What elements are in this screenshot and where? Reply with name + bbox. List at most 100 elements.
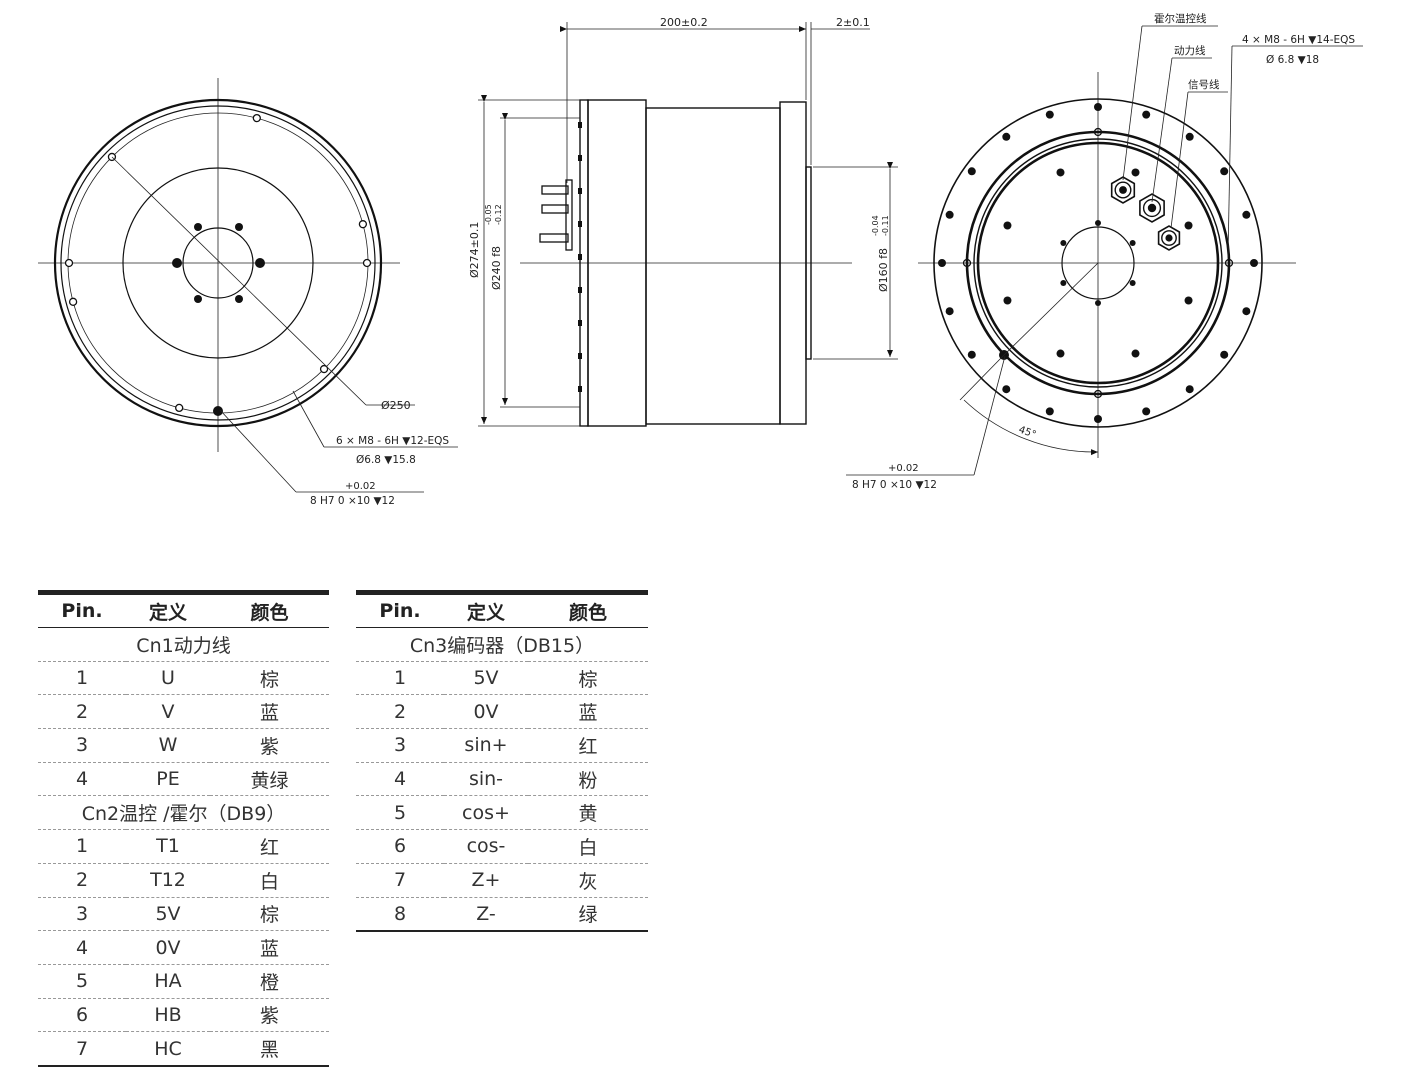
def-cell: U: [126, 661, 210, 696]
def-cell: PE: [126, 762, 210, 797]
flange-bolt: [1242, 210, 1251, 219]
color-cell: 白: [210, 863, 329, 898]
color-cell: 黑: [210, 1031, 329, 1067]
def-cell: V: [126, 694, 210, 730]
header-pin: Pin.: [38, 590, 126, 628]
section-cn3: Cn3编码器（DB15）: [356, 627, 648, 662]
header-definition: 定义: [444, 590, 528, 628]
def-cell: 0V: [126, 930, 210, 965]
flange-bolt: [1002, 385, 1011, 394]
pin-cell: 2: [38, 863, 126, 898]
flange-bolt: [1045, 407, 1054, 416]
bore-diameter-label: Ø250: [381, 399, 411, 412]
mid-bolt: [1131, 349, 1140, 358]
color-cell: 棕: [210, 661, 329, 696]
pin-cell: 6: [38, 998, 126, 1033]
mid-bolt: [1003, 296, 1012, 305]
flange-bolt: [945, 307, 954, 316]
flange-bolt: [1142, 110, 1151, 119]
signal-cable-label: 信号线: [1188, 78, 1220, 91]
power-cable-label: 动力线: [1174, 44, 1206, 57]
cable-gland-core: [1165, 234, 1173, 242]
pin-cell: 3: [356, 728, 444, 763]
color-cell: 蓝: [210, 694, 329, 730]
flange-bolt: [1250, 259, 1258, 267]
def-cell: HA: [126, 964, 210, 999]
pin-cell: 4: [38, 762, 126, 797]
color-cell: 黄绿: [210, 762, 329, 797]
hall-temp-cable-label: 霍尔温控线: [1154, 12, 1207, 25]
def-cell: Z-: [444, 897, 528, 933]
pin-cell: 3: [38, 728, 126, 763]
flange-bolt: [945, 210, 954, 219]
inner-bolt: [1060, 280, 1067, 286]
pin-cell: 2: [38, 694, 126, 730]
flange-bolt: [1220, 350, 1229, 359]
cable-gland-core: [1119, 186, 1127, 194]
pin-hole: [213, 406, 223, 416]
section-row: Cn3编码器（DB15）: [356, 627, 648, 662]
header-pin: Pin.: [356, 590, 444, 628]
def-cell: HB: [126, 998, 210, 1033]
bolt-hole: [68, 297, 78, 306]
connector-tab: [578, 122, 582, 128]
pin-cell: 5: [356, 795, 444, 831]
def-cell: 5V: [444, 661, 528, 696]
color-cell: 红: [528, 728, 648, 763]
od-dimension: Ø274±0.1: [468, 222, 481, 278]
inner-hole: [172, 258, 182, 268]
section-row: Cn2温控 /霍尔（DB9）: [38, 795, 329, 831]
flange-bolt: [1142, 407, 1151, 416]
pin-cell: 8: [356, 897, 444, 933]
flange-bolt: [938, 259, 946, 267]
pin-cell: 4: [38, 930, 126, 965]
inner-bolt: [1095, 220, 1101, 226]
flange-dimension: 2±0.1: [836, 16, 870, 29]
color-cell: 灰: [528, 863, 648, 898]
inner-hole: [194, 295, 202, 303]
pin-cell: 7: [356, 863, 444, 898]
bolt-hole: [64, 258, 74, 268]
color-cell: 橙: [210, 964, 329, 999]
connector-tab: [578, 320, 582, 326]
technical-drawing: Ø250 6 × M8 - 6H ▼12-EQS Ø6.8 ▼15.8 +0.0…: [38, 12, 1363, 507]
shaft-tolerance-upper: -0.04: [871, 215, 880, 236]
rear-thread-spec-line2: Ø 6.8 ▼18: [1266, 54, 1319, 66]
front-view: Ø250 6 × M8 - 6H ▼12-EQS Ø6.8 ▼15.8 +0.0…: [38, 78, 458, 507]
flange-bolt: [1045, 110, 1054, 119]
def-cell: Z+: [444, 863, 528, 898]
connector-tab: [578, 287, 582, 293]
def-cell: sin+: [444, 728, 528, 763]
def-cell: 5V: [126, 897, 210, 932]
color-cell: 蓝: [528, 694, 648, 730]
pin-tolerance: +0.02: [345, 481, 376, 492]
mid-bolt: [1184, 296, 1193, 305]
def-cell: cos+: [444, 795, 528, 831]
color-cell: 黄: [528, 795, 648, 831]
connector-tab: [578, 353, 582, 359]
rear-view: +0.02 8 H7 0 ×10 ▼12 45° 霍尔温控线 动力线 信号线 4…: [846, 12, 1363, 491]
def-cell: sin-: [444, 762, 528, 797]
mid-bolt: [1184, 221, 1193, 230]
pin-cell: 1: [38, 829, 126, 864]
pin-cell: 7: [38, 1031, 126, 1067]
color-cell: 绿: [528, 897, 648, 933]
thread-spec-line1: 6 × M8 - 6H ▼12-EQS: [336, 435, 449, 447]
mid-bolt: [1131, 168, 1140, 177]
rear-pin-spec: 8 H7 0 ×10 ▼12: [852, 479, 937, 491]
inner-bolt: [1129, 240, 1136, 246]
pilot-tolerance-upper: -0.05: [484, 204, 493, 225]
pin-cell: 5: [38, 964, 126, 999]
